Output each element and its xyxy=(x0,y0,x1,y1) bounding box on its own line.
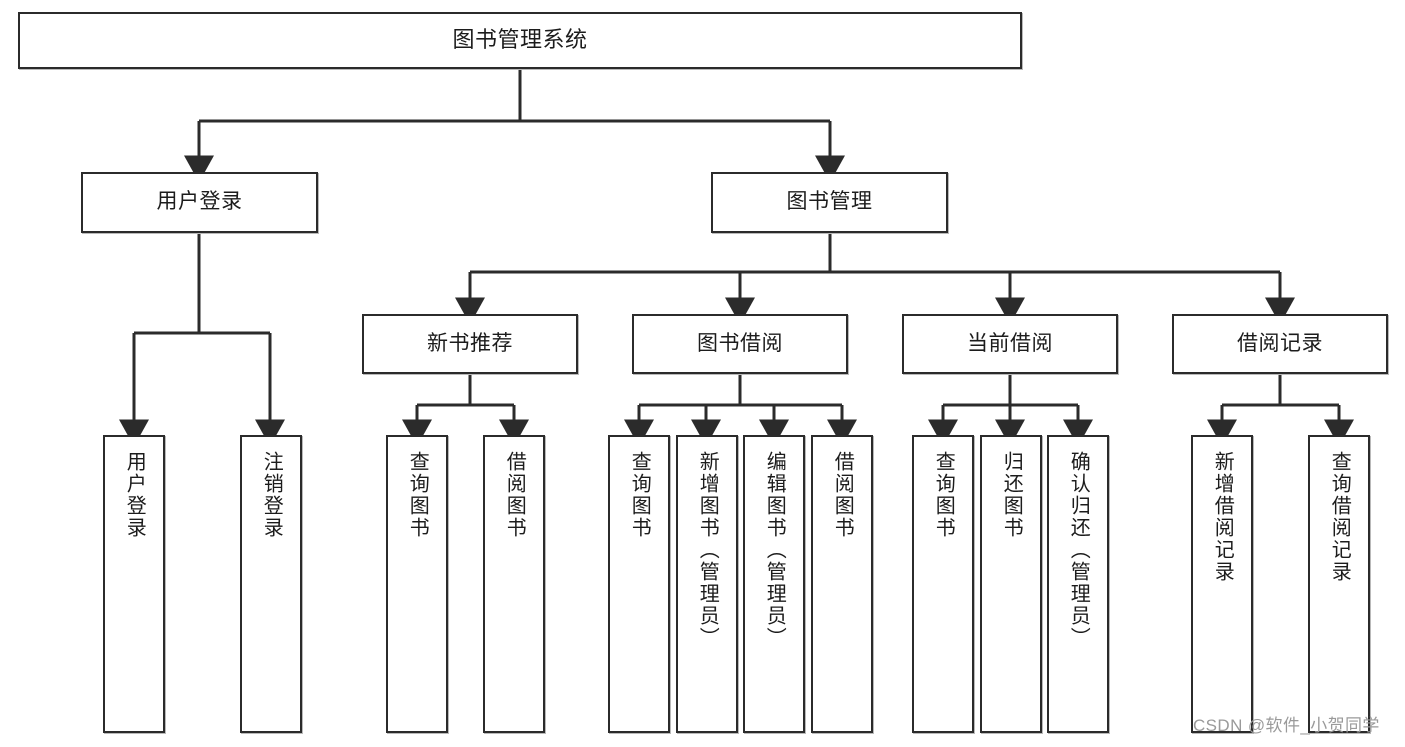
node-book-management[interactable]: 图书管理 xyxy=(711,172,948,233)
node-borrow-records-label: 借阅记录 xyxy=(1237,331,1323,355)
node-leaf-query-book-3[interactable]: 查询图书 xyxy=(912,435,974,733)
csdn-watermark: CSDN @软件_小贺同学 xyxy=(1193,716,1380,735)
node-leaf-confirm-return-admin-label: 确认归还（管理员） xyxy=(1067,451,1090,649)
node-login[interactable]: 用户登录 xyxy=(81,172,318,233)
node-leaf-query-book-1-label: 查询图书 xyxy=(406,451,429,539)
node-leaf-query-book-2[interactable]: 查询图书 xyxy=(608,435,670,733)
node-leaf-query-borrow-record-label: 查询借阅记录 xyxy=(1328,451,1351,583)
node-leaf-add-book-admin[interactable]: 新增图书（管理员） xyxy=(676,435,738,733)
node-leaf-query-borrow-record[interactable]: 查询借阅记录 xyxy=(1308,435,1370,733)
node-leaf-user-login-label: 用户登录 xyxy=(123,451,146,539)
node-leaf-confirm-return-admin[interactable]: 确认归还（管理员） xyxy=(1047,435,1109,733)
node-book-borrow[interactable]: 图书借阅 xyxy=(632,314,848,374)
node-leaf-borrow-book-1-label: 借阅图书 xyxy=(503,451,526,539)
node-leaf-edit-book-admin-label: 编辑图书（管理员） xyxy=(763,451,786,649)
node-book-borrow-label: 图书借阅 xyxy=(697,331,783,355)
node-leaf-return-book-label: 归还图书 xyxy=(1000,451,1023,539)
node-leaf-add-borrow-record[interactable]: 新增借阅记录 xyxy=(1191,435,1253,733)
node-login-label: 用户登录 xyxy=(156,190,243,214)
node-leaf-add-book-admin-label: 新增图书（管理员） xyxy=(696,451,719,649)
node-leaf-query-book-3-label: 查询图书 xyxy=(932,451,955,539)
node-leaf-logout-label: 注销登录 xyxy=(260,451,283,539)
node-leaf-user-login[interactable]: 用户登录 xyxy=(103,435,165,733)
node-book-management-label: 图书管理 xyxy=(786,190,873,214)
node-current-borrow-label: 当前借阅 xyxy=(967,331,1053,355)
node-leaf-add-borrow-record-label: 新增借阅记录 xyxy=(1211,451,1234,583)
node-leaf-borrow-book-2[interactable]: 借阅图书 xyxy=(811,435,873,733)
node-leaf-edit-book-admin[interactable]: 编辑图书（管理员） xyxy=(743,435,805,733)
node-new-book-recommend-label: 新书推荐 xyxy=(427,331,513,355)
node-leaf-borrow-book-1[interactable]: 借阅图书 xyxy=(483,435,545,733)
node-leaf-query-book-1[interactable]: 查询图书 xyxy=(386,435,448,733)
node-new-book-recommend[interactable]: 新书推荐 xyxy=(362,314,578,374)
node-root[interactable]: 图书管理系统 xyxy=(18,12,1022,69)
node-leaf-borrow-book-2-label: 借阅图书 xyxy=(831,451,854,539)
node-root-label: 图书管理系统 xyxy=(452,27,588,53)
node-leaf-query-book-2-label: 查询图书 xyxy=(628,451,651,539)
node-borrow-records[interactable]: 借阅记录 xyxy=(1172,314,1388,374)
node-leaf-logout[interactable]: 注销登录 xyxy=(240,435,302,733)
node-current-borrow[interactable]: 当前借阅 xyxy=(902,314,1118,374)
node-leaf-return-book[interactable]: 归还图书 xyxy=(980,435,1042,733)
